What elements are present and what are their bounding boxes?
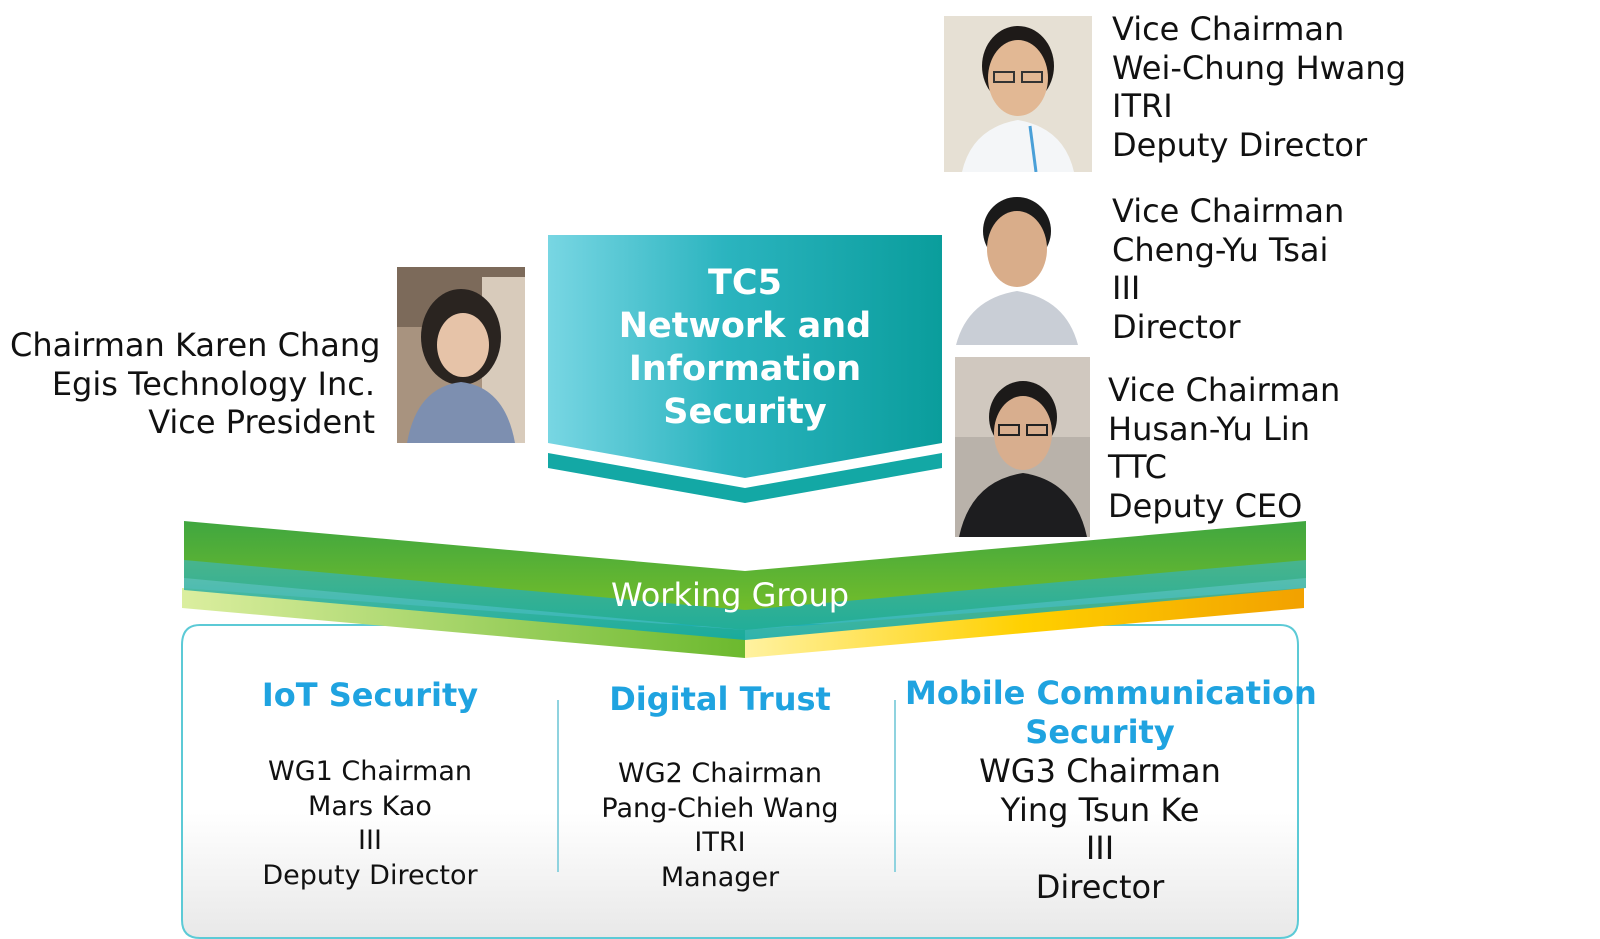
vice-chairman-line: Vice Chairman <box>1112 192 1345 230</box>
vice-chairman-line: Director <box>1112 307 1241 346</box>
vice-chairman-1-info: Vice Chairman Wei-Chung Hwang ITRI Deput… <box>1112 10 1406 164</box>
wg1-line: Mars Kao <box>308 790 432 822</box>
chairman-info: Chairman Karen Chang Egis Technology Inc… <box>10 326 381 442</box>
vice-chairman-3-info: Vice Chairman Husan-Yu Lin TTC Deputy CE… <box>1108 371 1340 525</box>
chairman-line: Vice President <box>148 403 375 441</box>
vice-chairman-line: III <box>1112 269 1141 307</box>
vice-chairman-2-info: Vice Chairman Cheng-Yu Tsai III Director <box>1112 192 1344 346</box>
vice-chairman-line: Cheng-Yu Tsai <box>1112 230 1329 269</box>
tc5-title-line: Network and <box>618 306 872 346</box>
wg3-title: Mobile Communication <box>905 674 1317 712</box>
tc5-title: TC5 Network and Information Security <box>550 262 940 434</box>
tc5-title-line: TC5 <box>708 263 782 303</box>
wg3-line: III <box>1085 829 1115 867</box>
wg2-column: Digital Trust WG2 Chairman Pang-Chieh Wa… <box>570 680 870 895</box>
tc5-chevron <box>548 235 942 478</box>
tc5-title-line: Information <box>628 349 862 389</box>
wg1-title: IoT Security <box>261 676 479 714</box>
vice-chairman-line: Vice Chairman <box>1112 10 1345 48</box>
wg1-line: Deputy Director <box>262 859 478 891</box>
tc5-chevron-underline <box>548 453 942 503</box>
wg3-line: Director <box>1035 867 1165 906</box>
wg3-column: Mobile Communication Security WG3 Chairm… <box>905 674 1317 906</box>
tc5-title-line: Security <box>663 392 827 432</box>
wg2-line: ITRI <box>694 827 746 858</box>
vice-chairman-2-photo <box>946 185 1088 345</box>
vice-chairman-line: ITRI <box>1112 87 1173 125</box>
vice-chairman-1-photo <box>944 16 1092 172</box>
chairman-line: Egis Technology Inc. <box>51 364 375 403</box>
wg1-column: IoT Security WG1 Chairman Mars Kao III D… <box>195 676 545 893</box>
wg2-line: WG2 Chairman <box>618 758 822 789</box>
wg1-line: III <box>358 825 382 856</box>
vice-chairman-line: Deputy CEO <box>1108 486 1303 525</box>
wg-right-light-band <box>745 588 1304 658</box>
wg2-line: Pang-Chieh Wang <box>601 792 839 824</box>
vice-chairman-line: Deputy Director <box>1112 125 1368 164</box>
wg2-line: Manager <box>660 861 780 893</box>
working-group-frame <box>181 624 1299 939</box>
wg2-title: Digital Trust <box>609 680 831 718</box>
chairman-line: Chairman Karen Chang <box>10 326 381 364</box>
vice-chairman-line: Wei-Chung Hwang <box>1112 48 1406 87</box>
wg-left-light-band <box>182 588 745 658</box>
working-group-label: Working Group <box>610 576 850 614</box>
chairman-photo <box>397 267 525 443</box>
wg3-title: Security <box>1025 713 1175 751</box>
wg3-line: Ying Tsun Ke <box>1000 790 1200 829</box>
vice-chairman-line: TTC <box>1108 448 1167 486</box>
wg1-line: WG1 Chairman <box>268 756 472 787</box>
vice-chairman-3-photo <box>955 357 1090 537</box>
vice-chairman-line: Husan-Yu Lin <box>1108 409 1310 448</box>
vice-chairman-line: Vice Chairman <box>1108 371 1341 409</box>
wg-teal-band <box>184 560 1306 640</box>
wg3-line: WG3 Chairman <box>979 752 1221 790</box>
